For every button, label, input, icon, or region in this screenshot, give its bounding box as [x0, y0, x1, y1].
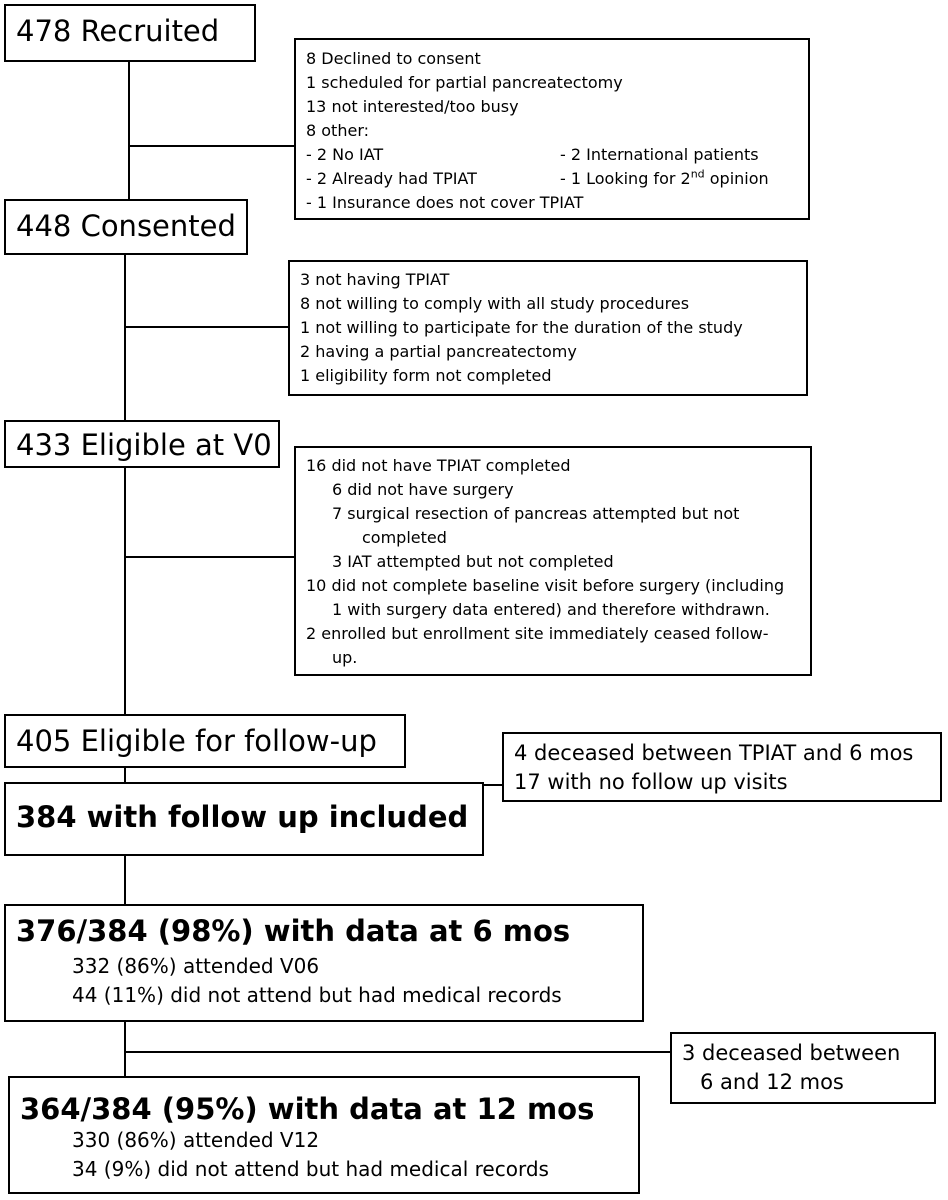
other-international: - 2 International patients: [560, 145, 759, 164]
flow-line-main-4: [124, 768, 126, 782]
other-second-opinion-text: - 1 Looking for 2: [560, 169, 691, 188]
exclusion-v0-line-2: 6 did not have surgery: [332, 480, 514, 499]
stage-data-12mos-line-1: 330 (86%) attended V12: [72, 1128, 320, 1152]
stage-data-6mos: 376/384 (98%) with data at 6 mos 332 (86…: [4, 904, 644, 1022]
stage-data-12mos-title: 364/384 (95%) with data at 12 mos: [20, 1092, 595, 1126]
stage-data-12mos: 364/384 (95%) with data at 12 mos 330 (8…: [8, 1076, 640, 1194]
exclusion-v0-line-6a: 2 enrolled but enrollment site immediate…: [306, 624, 769, 643]
stage-data-6mos-title: 376/384 (98%) with data at 6 mos: [16, 914, 571, 948]
exclusion-v0-line-5a: 10 did not complete baseline visit befor…: [306, 576, 785, 595]
exclusion-v0-line-3b: completed: [362, 528, 447, 547]
exclusion-6mos-line-1: 3 deceased between: [682, 1041, 901, 1065]
exclusion-v0-line-5b: 1 with surgery data entered) and therefo…: [332, 600, 770, 619]
exclusion-v0-line-1: 16 did not have TPIAT completed: [306, 456, 571, 475]
exclusion-after-consented: 3 not having TPIAT 8 not willing to comp…: [288, 260, 808, 396]
stage-data-12mos-line-2: 34 (9%) did not attend but had medical r…: [72, 1157, 549, 1181]
branch-line-eligible-v0: [124, 556, 294, 558]
stage-eligible-followup: 405 Eligible for follow-up: [4, 714, 406, 768]
other-second-opinion-tail: opinion: [704, 169, 769, 188]
branch-line-recruited: [128, 145, 294, 147]
exclusion-v0-line-3a: 7 surgical resection of pancreas attempt…: [332, 504, 740, 523]
exclusion-consented-line-4: 2 having a partial pancreatectomy: [300, 342, 577, 361]
exclusion-consented-line-2: 8 not willing to comply with all study p…: [300, 294, 690, 313]
exclusion-v0-line-6b: up.: [332, 648, 358, 667]
stage-eligible-followup-label: 405 Eligible for follow-up: [16, 724, 377, 758]
stage-consented-label: 448 Consented: [16, 209, 236, 243]
exclusion-followup-line-2: 17 with no follow up visits: [514, 770, 788, 794]
exclusion-recruited-line-1: 8 Declined to consent: [306, 49, 481, 68]
exclusion-consented-line-3: 1 not willing to participate for the dur…: [300, 318, 743, 337]
stage-data-6mos-line-2: 44 (11%) did not attend but had medical …: [72, 983, 562, 1007]
exclusion-after-recruited: 8 Declined to consent 1 scheduled for pa…: [294, 38, 810, 220]
exclusion-recruited-line-2: 1 scheduled for partial pancreatectomy: [306, 73, 623, 92]
stage-followup-included: 384 with follow up included: [4, 782, 484, 856]
stage-eligible-v0-label: 433 Eligible at V0: [16, 428, 272, 462]
flow-line-main-upper: [128, 62, 130, 199]
stage-followup-included-label: 384 with follow up included: [16, 800, 469, 834]
stage-consented: 448 Consented: [4, 199, 248, 255]
other-already-tpiat: - 2 Already had TPIAT: [306, 169, 477, 188]
exclusion-v0-line-4: 3 IAT attempted but not completed: [332, 552, 614, 571]
exclusion-consented-line-5: 1 eligibility form not completed: [300, 366, 552, 385]
exclusion-recruited-line-4: 8 other:: [306, 121, 369, 140]
exclusion-recruited-other-row-2: - 2 Already had TPIAT - 1 Looking for 2n…: [306, 167, 798, 191]
exclusion-recruited-line-3: 13 not interested/too busy: [306, 97, 519, 116]
exclusion-after-6mos: 3 deceased between 6 and 12 mos: [670, 1032, 936, 1104]
flow-line-main-3: [124, 468, 126, 714]
exclusion-after-eligible-followup: 4 deceased between TPIAT and 6 mos 17 wi…: [502, 732, 942, 802]
exclusion-followup-line-1: 4 deceased between TPIAT and 6 mos: [514, 741, 914, 765]
other-insurance: - 1 Insurance does not cover TPIAT: [306, 193, 584, 212]
flow-line-main-2: [124, 255, 126, 420]
flow-line-main-6: [124, 1022, 126, 1076]
exclusion-6mos-line-2: 6 and 12 mos: [700, 1070, 844, 1094]
other-no-iat: - 2 No IAT: [306, 145, 384, 164]
branch-line-6mos: [124, 1051, 670, 1053]
stage-recruited: 478 Recruited: [4, 4, 256, 62]
exclusion-consented-line-1: 3 not having TPIAT: [300, 270, 450, 289]
other-second-opinion: - 1 Looking for 2nd opinion: [560, 167, 769, 191]
stage-data-6mos-line-1: 332 (86%) attended V06: [72, 954, 320, 978]
stage-eligible-v0: 433 Eligible at V0: [4, 420, 280, 468]
flow-line-main-5: [124, 856, 126, 904]
branch-line-consented: [124, 326, 288, 328]
exclusion-after-eligible-v0: 16 did not have TPIAT completed 6 did no…: [294, 446, 812, 676]
other-second-opinion-sup: nd: [690, 167, 705, 181]
stage-recruited-label: 478 Recruited: [16, 14, 220, 48]
exclusion-recruited-other-row-1: - 2 No IAT - 2 International patients: [306, 143, 798, 167]
